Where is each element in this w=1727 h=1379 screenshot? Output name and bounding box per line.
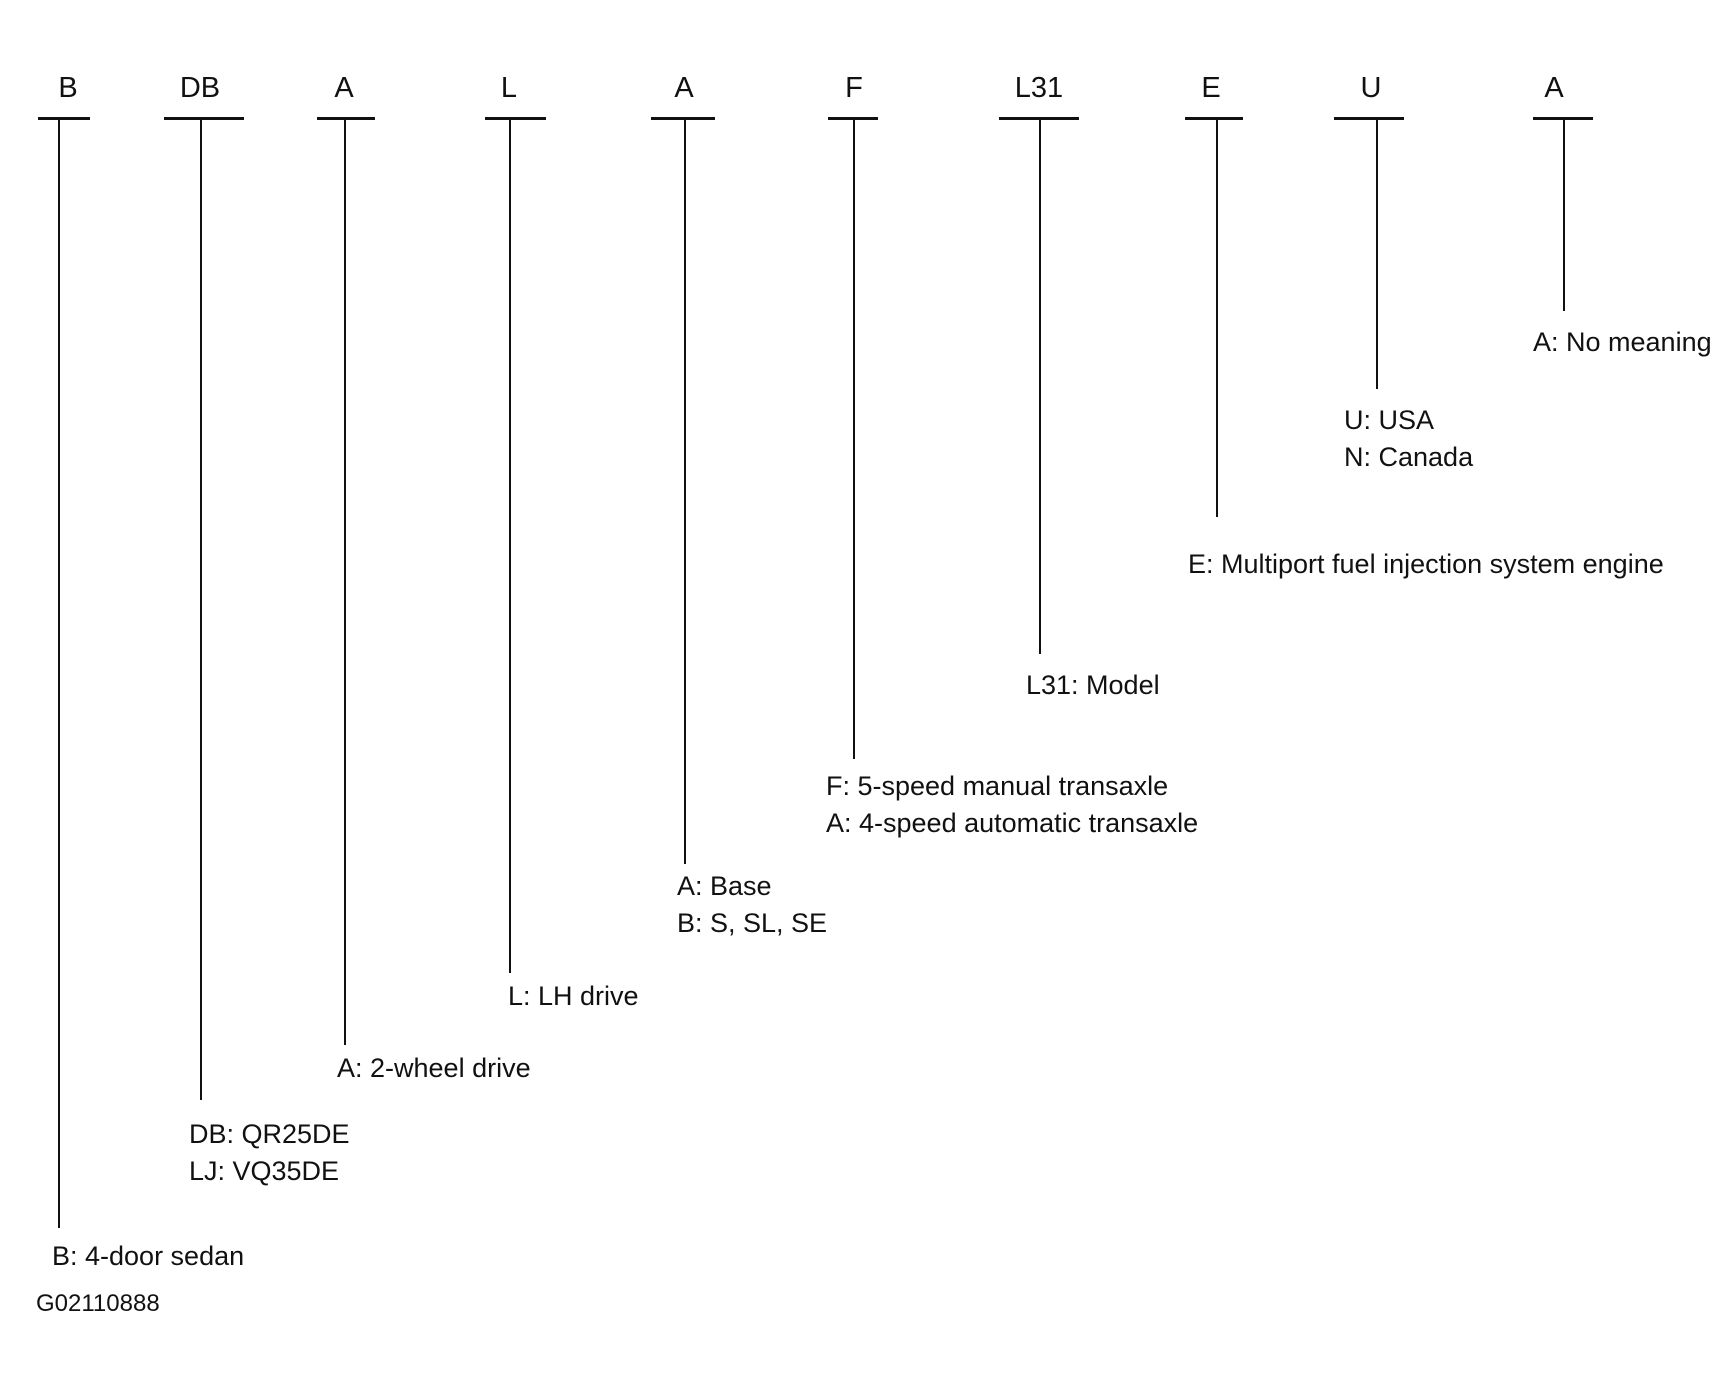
description-line: F: 5-speed manual transaxle — [826, 771, 1169, 801]
code-letter-a-drive: A — [334, 72, 354, 104]
leader-line-l31 — [1039, 119, 1041, 654]
code-letter-db: DB — [179, 72, 221, 104]
description-line: A: No meaning — [1533, 327, 1712, 357]
description-db: DB: QR25DE LJ: VQ35DE — [189, 1116, 350, 1190]
underline-l — [485, 117, 546, 120]
leader-line-e — [1216, 119, 1218, 517]
code-letter-l: L — [500, 72, 518, 104]
underline-a-final — [1533, 117, 1593, 120]
underline-a-drive — [317, 117, 375, 120]
underline-l31 — [999, 117, 1079, 120]
leader-line-a-trim — [684, 119, 686, 864]
description-a-drive: A: 2-wheel drive — [337, 1050, 531, 1087]
description-line: L31: Model — [1026, 670, 1160, 700]
underline-b — [38, 117, 90, 120]
description-line: LJ: VQ35DE — [189, 1156, 340, 1186]
description-b: B: 4-door sedan — [52, 1238, 244, 1275]
code-letter-f: F — [845, 72, 863, 104]
description-line: B: 4-door sedan — [52, 1241, 245, 1271]
underline-f — [828, 117, 878, 120]
figure-id: G02110888 — [36, 1290, 160, 1317]
description-line: N: Canada — [1344, 442, 1474, 472]
description-a-final: A: No meaning — [1533, 324, 1712, 361]
underline-u — [1334, 117, 1404, 120]
leader-line-b — [58, 119, 60, 1228]
description-line: B: S, SL, SE — [677, 908, 828, 938]
code-letter-a-final: A — [1544, 72, 1564, 104]
description-a-trim: A: Base B: S, SL, SE — [677, 868, 827, 942]
description-u: U: USA N: Canada — [1344, 402, 1473, 476]
underline-a-trim — [651, 117, 715, 120]
description-e: E: Multiport fuel injection system engin… — [1188, 546, 1664, 583]
description-l: L: LH drive — [508, 978, 639, 1015]
leader-line-a-drive — [344, 119, 346, 1045]
description-line: U: USA — [1344, 405, 1435, 435]
leader-line-l — [509, 119, 511, 973]
description-f: F: 5-speed manual transaxle A: 4-speed a… — [826, 768, 1198, 842]
underline-e — [1185, 117, 1243, 120]
description-line: A: Base — [677, 871, 772, 901]
underline-db — [164, 117, 244, 120]
description-line: A: 2-wheel drive — [337, 1053, 531, 1083]
code-letter-l31: L31 — [1014, 72, 1064, 104]
description-line: L: LH drive — [508, 981, 639, 1011]
code-letter-e: E — [1201, 72, 1221, 104]
leader-line-u — [1376, 119, 1378, 389]
description-line: E: Multiport fuel injection system engin… — [1188, 549, 1664, 579]
leader-line-db — [200, 119, 202, 1100]
leader-line-a-final — [1563, 119, 1565, 311]
code-letter-b: B — [58, 72, 78, 104]
code-letter-u: U — [1360, 72, 1382, 104]
description-line: DB: QR25DE — [189, 1119, 350, 1149]
leader-line-f — [853, 119, 855, 759]
description-l31: L31: Model — [1026, 667, 1160, 704]
code-letter-a-trim: A — [674, 72, 694, 104]
description-line: A: 4-speed automatic transaxle — [826, 808, 1199, 838]
